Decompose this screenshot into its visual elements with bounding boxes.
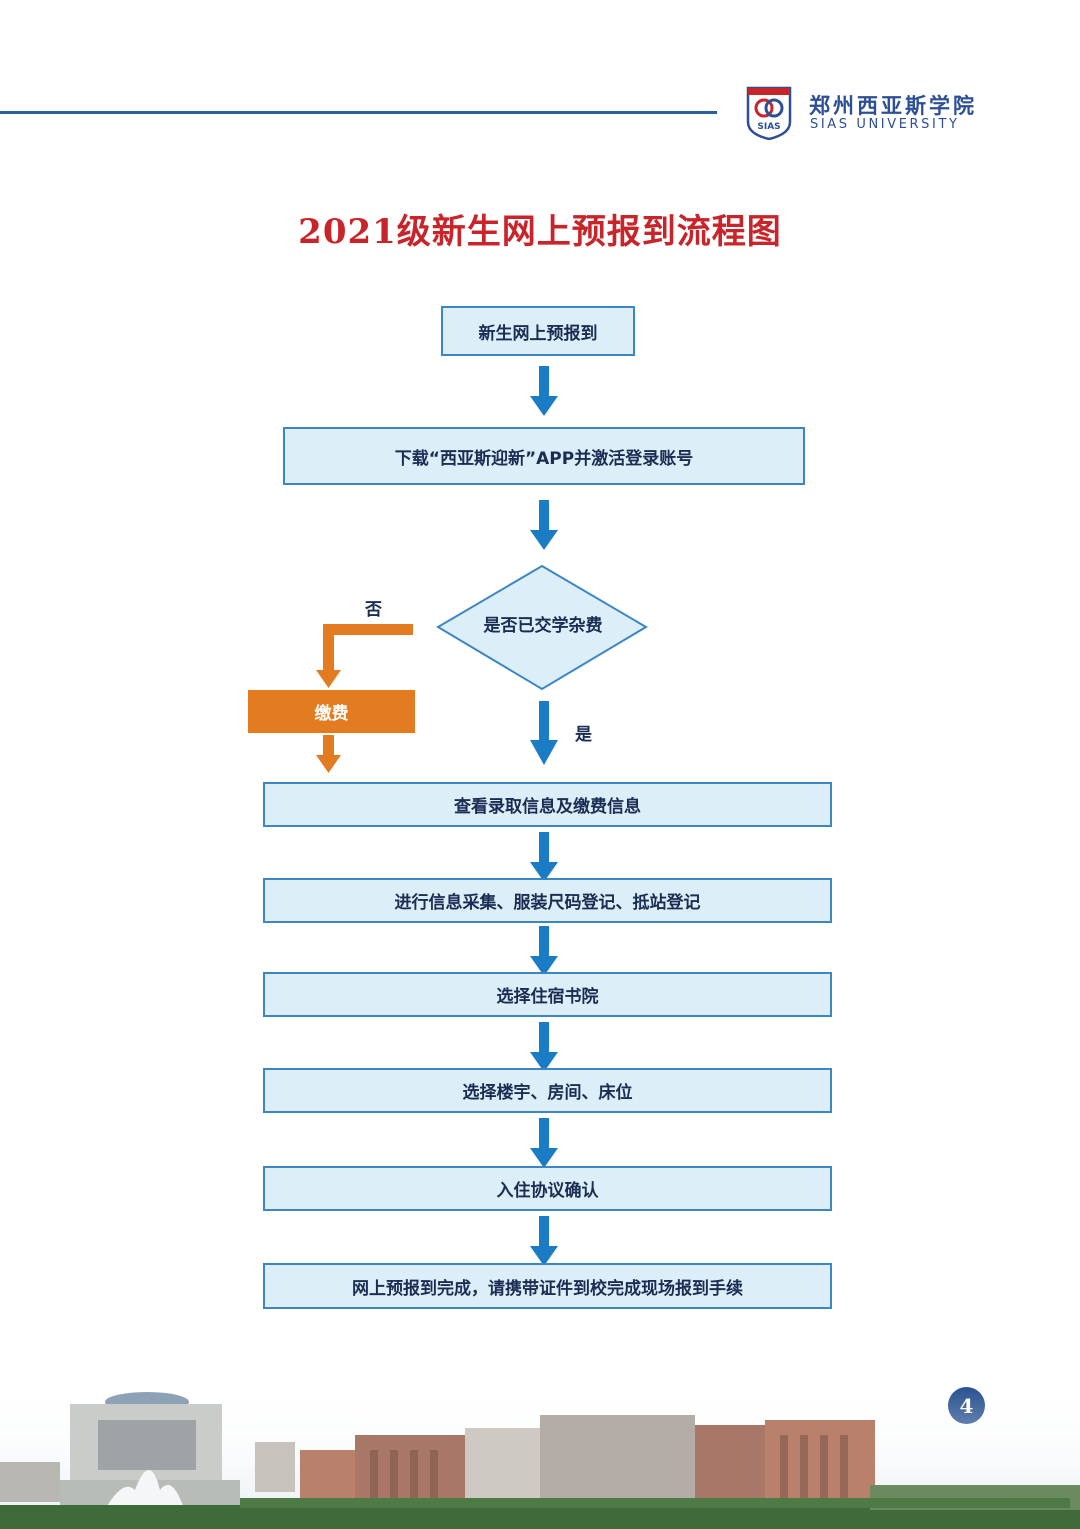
page-title: 2021级新生网上预报到流程图 xyxy=(298,212,782,252)
step-pay: 缴费 xyxy=(248,690,415,733)
step-confirm-agreement: 入住协议确认 xyxy=(263,1166,832,1211)
sias-shield-icon: SIAS xyxy=(746,86,792,140)
arrow-5 xyxy=(530,1022,558,1072)
arrow-yes xyxy=(530,701,558,765)
arrow-4 xyxy=(530,926,558,976)
step-collect-info: 进行信息采集、服装尺码登记、抵站登记 xyxy=(263,878,832,923)
flow-connectors xyxy=(316,366,648,1266)
arrow-6 xyxy=(530,1118,558,1168)
no-label: 否 xyxy=(365,600,382,620)
arrow-1 xyxy=(530,366,558,416)
decision-label: 是否已交学杂费 xyxy=(483,616,603,636)
step-choose-room: 选择楼宇、房间、床位 xyxy=(263,1068,832,1113)
step-complete: 网上预报到完成，请携带证件到校完成现场报到手续 xyxy=(263,1263,832,1309)
yes-label: 是 xyxy=(575,725,592,745)
decision-diamond xyxy=(436,564,648,691)
svg-text:SIAS: SIAS xyxy=(757,122,780,132)
step-choose-college: 选择住宿书院 xyxy=(263,972,832,1017)
step-download-app: 下载“西亚斯迎新”APP并激活登录账号 xyxy=(283,427,805,485)
arrow-pay-down xyxy=(316,735,341,773)
arrow-2 xyxy=(530,500,558,550)
step-start: 新生网上预报到 xyxy=(441,306,635,356)
campus-skyline-image xyxy=(0,1380,1080,1529)
sias-logo: SIAS 郑州西亚斯学院 SIAS UNIVERSITY xyxy=(745,86,995,142)
arrow-7 xyxy=(530,1216,558,1266)
header-rule xyxy=(0,111,717,114)
step-view-info: 查看录取信息及缴费信息 xyxy=(263,782,832,827)
arrow-no-branch xyxy=(316,624,413,688)
logo-english-name: SIAS UNIVERSITY xyxy=(810,117,960,132)
arrow-3 xyxy=(530,832,558,882)
logo-chinese-name: 郑州西亚斯学院 xyxy=(809,94,977,118)
